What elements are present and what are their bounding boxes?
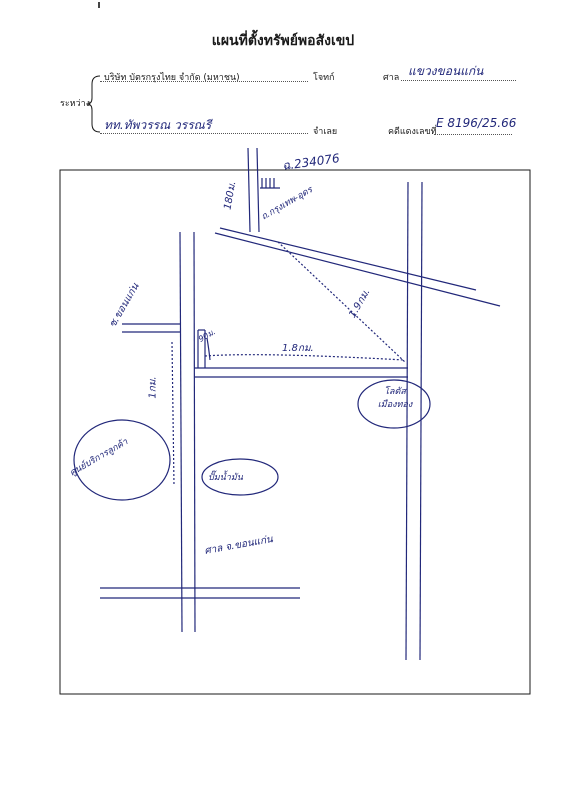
distance-1-8km-label: 1.8กม.	[282, 343, 314, 354]
road-top-left-edge	[247, 147, 251, 233]
plaintiff-line	[100, 81, 308, 82]
road-top-right-edge	[256, 147, 260, 233]
bracket-90m	[206, 337, 211, 361]
diagonal-road-edge-a	[214, 232, 501, 307]
landmark-center-circle	[201, 458, 279, 496]
landmark-right-circle	[357, 379, 431, 429]
parties-brace	[86, 75, 101, 133]
landmark-center-label: ปั๊มน้ำมัน	[208, 473, 243, 483]
plaintiff-name: บริษัท บัตรกรุงไทย จำกัด (มหาชน)	[104, 73, 240, 83]
case-line	[434, 134, 512, 135]
defendant-name: ทท.ทัพวรรณ วรรณรี	[104, 118, 212, 132]
route-1km	[171, 341, 175, 487]
route-1-8km	[204, 354, 405, 361]
case-value: E 8196/25.66	[436, 116, 517, 130]
route-1-9km	[277, 241, 406, 363]
between-label: ระหว่าง	[60, 99, 91, 109]
road-left-left-edge	[179, 231, 183, 633]
road-right-left-edge	[405, 181, 409, 661]
defendant-line	[100, 133, 308, 134]
diagonal-road-edge-b	[219, 227, 477, 291]
plaintiff-role: โจทก์	[313, 73, 335, 83]
court-line	[401, 80, 516, 81]
plot-hatch	[260, 178, 280, 189]
case-label: คดีแดงเลขที่	[388, 127, 437, 137]
defendant-role: จำเลย	[313, 127, 338, 137]
distance-1km-label: 1กม.	[147, 376, 159, 399]
map-frame	[59, 169, 531, 695]
landmark-left-circle	[73, 419, 171, 501]
road-left-right-edge	[193, 231, 196, 633]
document-title: แผนที่ตั้งทรัพย์พอสังเขป	[211, 33, 355, 49]
road-right-right-edge	[419, 181, 423, 661]
scan-mark	[98, 2, 100, 8]
court-value: แขวงขอนแก่น	[408, 64, 484, 78]
landmark-right-label: โลตัส เมืองทอง	[377, 387, 413, 410]
court-label: ศาล	[383, 73, 400, 83]
